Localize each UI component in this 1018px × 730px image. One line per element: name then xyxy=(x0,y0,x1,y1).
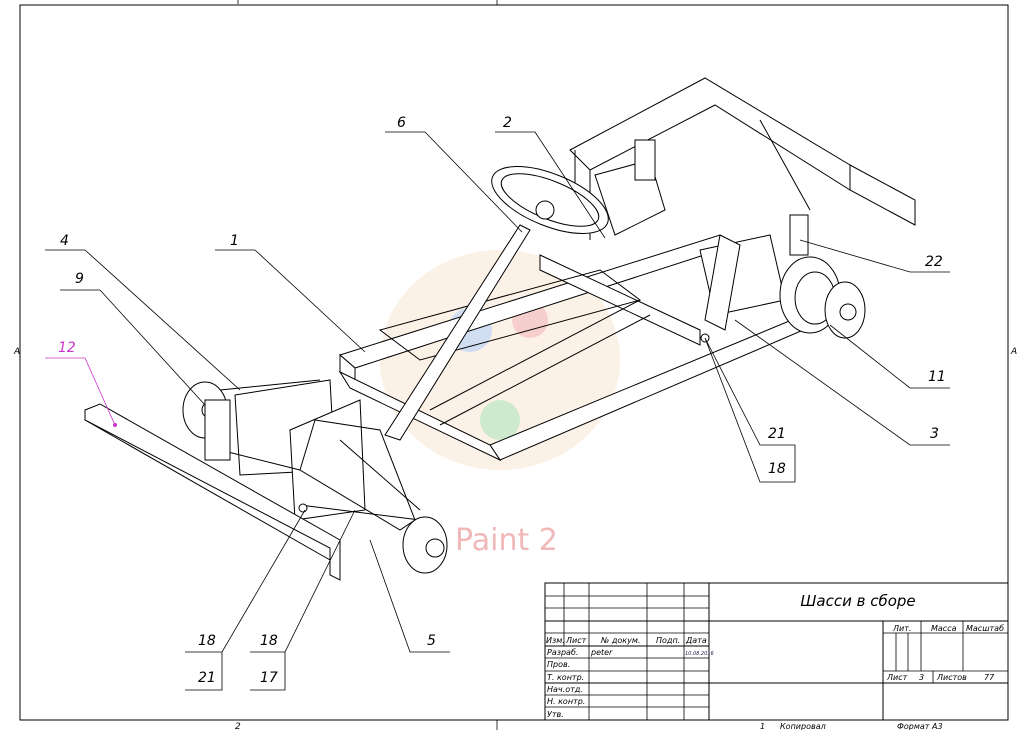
svg-text:12: 12 xyxy=(58,340,76,356)
sheets-label: Листов xyxy=(936,673,967,682)
callout-12: 12 xyxy=(45,340,117,427)
sheet-label: Лист xyxy=(886,673,908,682)
callout-22: 22 xyxy=(799,239,950,273)
callout-11: 11 xyxy=(829,324,950,389)
developer-date: 10.08.2016 xyxy=(685,651,714,657)
lit-label: Лит. xyxy=(892,624,911,633)
sheet-border xyxy=(19,4,1009,721)
sheets-count: 77 xyxy=(984,673,995,682)
svg-text:21: 21 xyxy=(768,426,786,442)
callout-3: 3 xyxy=(734,319,950,446)
footer-number: 1 xyxy=(760,722,765,730)
chassis-drawing xyxy=(84,77,916,581)
row-dept-head: Нач.отд. xyxy=(547,685,583,694)
callout-1: 1 xyxy=(215,233,366,353)
header-list: Лист xyxy=(565,636,587,645)
row-approved: Утв. xyxy=(547,710,564,719)
svg-text:3: 3 xyxy=(930,426,939,442)
callout-9: 9 xyxy=(60,271,206,406)
callout-2: 2 xyxy=(495,115,606,239)
zone-mark-right: A xyxy=(1010,347,1017,357)
format-label: Формат А3 xyxy=(897,722,943,730)
svg-text:6: 6 xyxy=(397,115,406,131)
title-block: Шасси в сборе Изм. Лист № докум. Подп. Д… xyxy=(544,582,1009,730)
header-izm: Изм. xyxy=(546,636,565,645)
row-checked: Пров. xyxy=(547,660,570,669)
header-sign: Подп. xyxy=(656,636,680,645)
callout-18-17: 18 17 xyxy=(250,509,356,691)
svg-text:21: 21 xyxy=(198,670,216,686)
svg-text:18: 18 xyxy=(768,461,786,477)
callout-18-21: 18 21 xyxy=(185,509,306,691)
scale-label: Масштаб xyxy=(966,624,1004,633)
callout-4: 4 xyxy=(45,233,241,391)
svg-text:4: 4 xyxy=(60,233,69,249)
svg-text:9: 9 xyxy=(75,271,84,287)
zone-mark-bottom: 2 xyxy=(235,722,241,730)
callout-6: 6 xyxy=(385,115,523,233)
svg-text:2: 2 xyxy=(503,115,512,131)
svg-text:1: 1 xyxy=(230,233,239,249)
watermark-text: Paint 2 xyxy=(455,523,558,558)
svg-text:18: 18 xyxy=(260,633,278,649)
row-norm-control: Н. контр. xyxy=(547,697,585,706)
row-tech-control: Т. контр. xyxy=(547,673,584,682)
callout-21-18: 21 18 xyxy=(704,337,796,483)
drawing-title: Шасси в сборе xyxy=(800,592,915,610)
copied-label: Копировал xyxy=(780,722,826,730)
developer-name: peter xyxy=(590,648,613,657)
zone-mark-left: A xyxy=(13,347,20,357)
callout-5: 5 xyxy=(369,539,450,653)
sheet-number: 3 xyxy=(919,673,924,682)
svg-text:11: 11 xyxy=(928,369,946,385)
header-doc: № докум. xyxy=(600,636,640,645)
svg-text:17: 17 xyxy=(260,670,278,686)
svg-text:18: 18 xyxy=(198,633,216,649)
row-developer: Разраб. xyxy=(547,648,578,657)
svg-text:5: 5 xyxy=(427,633,436,649)
mass-label: Масса xyxy=(931,624,957,633)
header-date: Дата xyxy=(685,636,707,645)
svg-text:22: 22 xyxy=(925,254,943,270)
